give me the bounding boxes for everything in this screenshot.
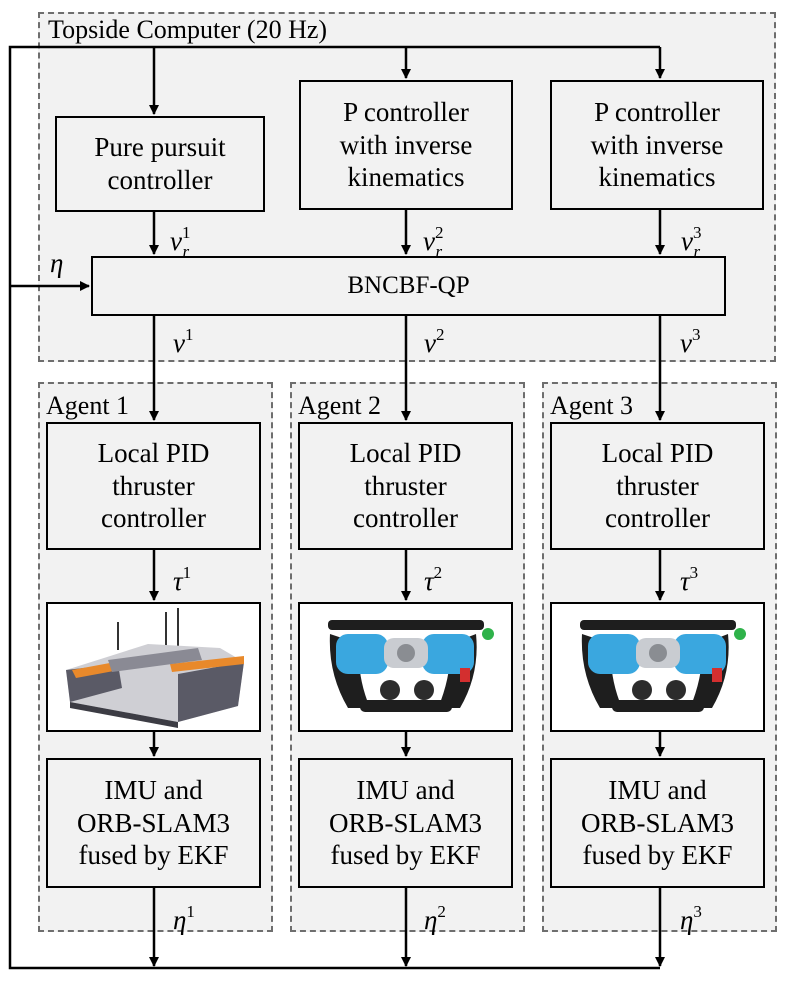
agent-2-sensor-fusion-block: IMU and ORB-SLAM3 fused by EKF <box>298 758 513 888</box>
agent-2-vehicle-image <box>298 602 513 732</box>
eta-2-label: η2 <box>424 902 446 935</box>
nu-r-3-label: ν3r <box>681 223 702 261</box>
agent-3-title: Agent 3 <box>550 391 634 420</box>
agent-3-vehicle-image <box>550 602 765 732</box>
p-controller-2-block: P controller with inverse kinematics <box>299 80 513 210</box>
pure-pursuit-controller-block: Pure pursuit controller <box>55 116 265 212</box>
eta-feedback-label: η <box>50 248 64 278</box>
p-controller-3-block: P controller with inverse kinematics <box>550 80 764 210</box>
tau-3-label: τ3 <box>680 563 699 596</box>
bncbf-qp-block: BNCBF-QP <box>91 256 726 316</box>
agent-2-pid-block: Local PID thruster controller <box>298 422 513 550</box>
agent-1-vehicle-image <box>46 602 261 732</box>
topside-title: Topside Computer (20 Hz) <box>48 15 328 44</box>
nu-1-label: ν1 <box>173 325 194 358</box>
tau-1-label: τ1 <box>173 563 192 596</box>
nu-3-label: ν3 <box>680 325 701 358</box>
agent-2-title: Agent 2 <box>298 391 382 420</box>
eta-3-label: η3 <box>680 902 702 935</box>
agent-1-sensor-fusion-block: IMU and ORB-SLAM3 fused by EKF <box>46 758 261 888</box>
agent-1-title: Agent 1 <box>46 391 130 420</box>
nu-2-label: ν2 <box>424 325 445 358</box>
nu-r-1-label: ν1r <box>170 223 191 261</box>
agent-3-pid-block: Local PID thruster controller <box>550 422 765 550</box>
agent-1-pid-block: Local PID thruster controller <box>46 422 261 550</box>
underwater-rov-icon <box>328 620 494 712</box>
eta-1-label: η1 <box>173 902 195 935</box>
feedback-bus <box>8 45 660 970</box>
nu-r-2-label: ν2r <box>423 223 444 261</box>
tau-2-label: τ2 <box>424 563 443 596</box>
agent-3-sensor-fusion-block: IMU and ORB-SLAM3 fused by EKF <box>550 758 765 888</box>
underwater-rov-icon <box>580 620 746 712</box>
surface-vessel-icon <box>66 608 244 728</box>
